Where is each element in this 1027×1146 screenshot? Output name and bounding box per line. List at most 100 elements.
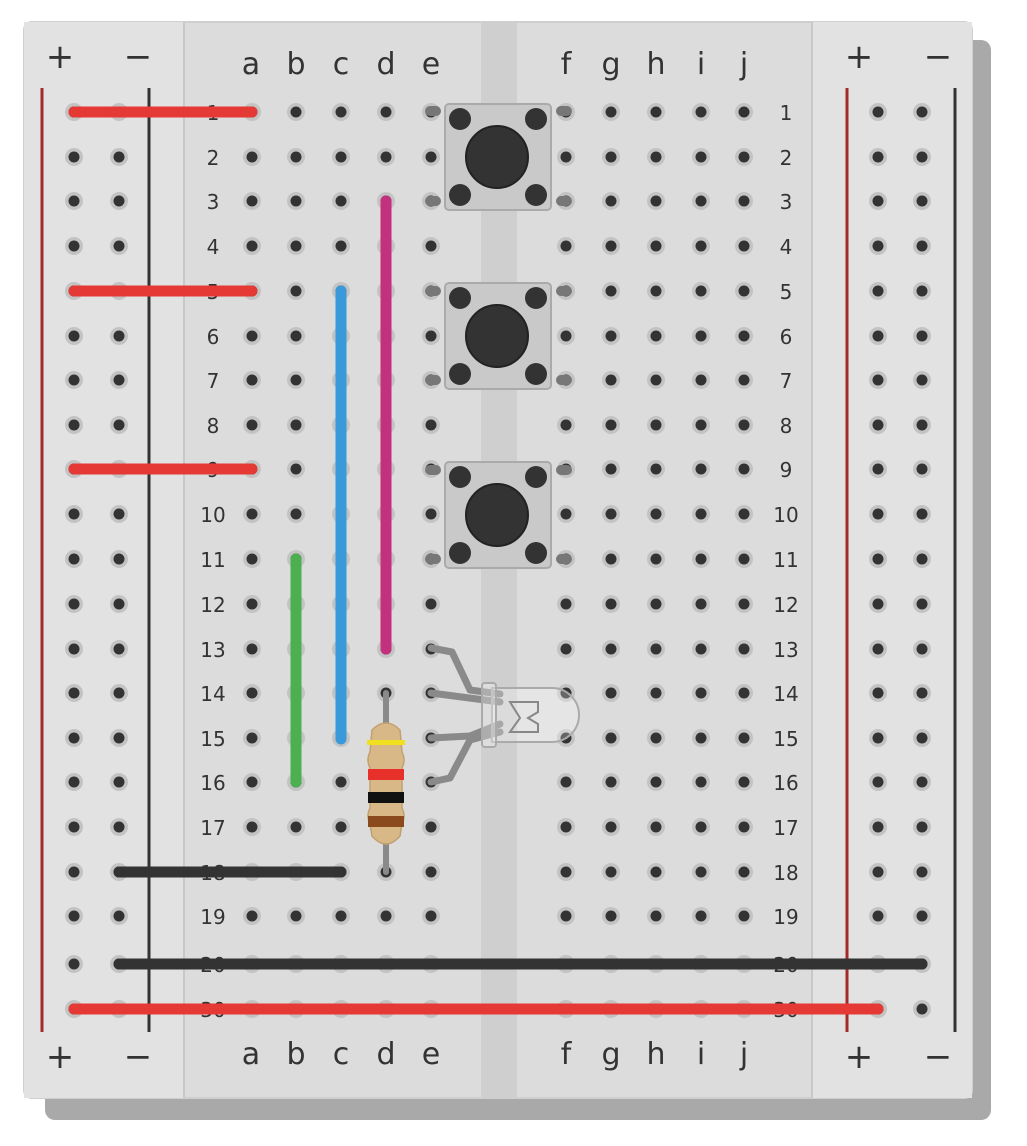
hole[interactable] <box>695 330 707 342</box>
hole[interactable] <box>738 776 750 788</box>
hole[interactable] <box>872 419 884 431</box>
hole[interactable] <box>738 643 750 655</box>
hole[interactable] <box>113 598 125 610</box>
hole[interactable] <box>113 821 125 833</box>
hole[interactable] <box>738 508 750 520</box>
hole[interactable] <box>68 374 80 386</box>
hole[interactable] <box>916 821 928 833</box>
hole[interactable] <box>560 419 572 431</box>
hole[interactable] <box>68 866 80 878</box>
hole[interactable] <box>290 240 302 252</box>
hole[interactable] <box>916 508 928 520</box>
hole[interactable] <box>872 776 884 788</box>
hole[interactable] <box>650 330 662 342</box>
hole[interactable] <box>650 687 662 699</box>
hole[interactable] <box>425 240 437 252</box>
hole[interactable] <box>560 866 572 878</box>
hole[interactable] <box>872 195 884 207</box>
hole[interactable] <box>605 553 617 565</box>
hole[interactable] <box>246 598 258 610</box>
hole[interactable] <box>872 151 884 163</box>
hole[interactable] <box>650 732 662 744</box>
hole[interactable] <box>738 463 750 475</box>
hole[interactable] <box>872 106 884 118</box>
hole[interactable] <box>738 374 750 386</box>
hole[interactable] <box>246 195 258 207</box>
hole[interactable] <box>246 553 258 565</box>
hole[interactable] <box>916 910 928 922</box>
hole[interactable] <box>650 195 662 207</box>
hole[interactable] <box>335 821 347 833</box>
hole[interactable] <box>695 821 707 833</box>
hole[interactable] <box>916 866 928 878</box>
hole[interactable] <box>113 643 125 655</box>
hole[interactable] <box>605 419 617 431</box>
hole[interactable] <box>246 821 258 833</box>
hole[interactable] <box>738 687 750 699</box>
hole[interactable] <box>335 776 347 788</box>
hole[interactable] <box>916 330 928 342</box>
hole[interactable] <box>605 106 617 118</box>
hole[interactable] <box>650 776 662 788</box>
hole[interactable] <box>335 240 347 252</box>
resistor[interactable] <box>367 690 405 875</box>
hole[interactable] <box>113 195 125 207</box>
hole[interactable] <box>68 598 80 610</box>
hole[interactable] <box>872 285 884 297</box>
hole[interactable] <box>605 732 617 744</box>
hole[interactable] <box>916 643 928 655</box>
hole[interactable] <box>68 240 80 252</box>
hole[interactable] <box>380 106 392 118</box>
hole[interactable] <box>695 553 707 565</box>
hole[interactable] <box>650 553 662 565</box>
hole[interactable] <box>605 821 617 833</box>
hole[interactable] <box>738 285 750 297</box>
hole[interactable] <box>695 508 707 520</box>
hole[interactable] <box>738 330 750 342</box>
hole[interactable] <box>872 643 884 655</box>
hole[interactable] <box>695 419 707 431</box>
hole[interactable] <box>738 553 750 565</box>
hole[interactable] <box>916 151 928 163</box>
hole[interactable] <box>738 151 750 163</box>
hole[interactable] <box>605 151 617 163</box>
push-button-3[interactable] <box>425 461 572 569</box>
hole[interactable] <box>560 910 572 922</box>
hole[interactable] <box>246 643 258 655</box>
hole[interactable] <box>113 553 125 565</box>
hole[interactable] <box>425 866 437 878</box>
hole[interactable] <box>916 687 928 699</box>
hole[interactable] <box>650 508 662 520</box>
hole[interactable] <box>650 598 662 610</box>
hole[interactable] <box>113 776 125 788</box>
hole[interactable] <box>68 330 80 342</box>
hole[interactable] <box>605 463 617 475</box>
hole[interactable] <box>605 598 617 610</box>
hole[interactable] <box>872 240 884 252</box>
hole[interactable] <box>246 151 258 163</box>
hole[interactable] <box>335 910 347 922</box>
hole[interactable] <box>916 240 928 252</box>
hole[interactable] <box>916 598 928 610</box>
hole[interactable] <box>738 419 750 431</box>
hole[interactable] <box>290 195 302 207</box>
hole[interactable] <box>425 151 437 163</box>
hole[interactable] <box>650 374 662 386</box>
hole[interactable] <box>738 866 750 878</box>
hole[interactable] <box>872 598 884 610</box>
hole[interactable] <box>380 151 392 163</box>
hole[interactable] <box>290 330 302 342</box>
hole[interactable] <box>290 463 302 475</box>
hole[interactable] <box>113 687 125 699</box>
hole[interactable] <box>560 330 572 342</box>
hole[interactable] <box>68 776 80 788</box>
hole[interactable] <box>605 374 617 386</box>
hole[interactable] <box>695 285 707 297</box>
hole[interactable] <box>290 106 302 118</box>
hole[interactable] <box>738 598 750 610</box>
hole[interactable] <box>872 910 884 922</box>
hole[interactable] <box>916 374 928 386</box>
hole[interactable] <box>650 821 662 833</box>
push-button-2[interactable] <box>425 282 572 390</box>
hole[interactable] <box>246 776 258 788</box>
